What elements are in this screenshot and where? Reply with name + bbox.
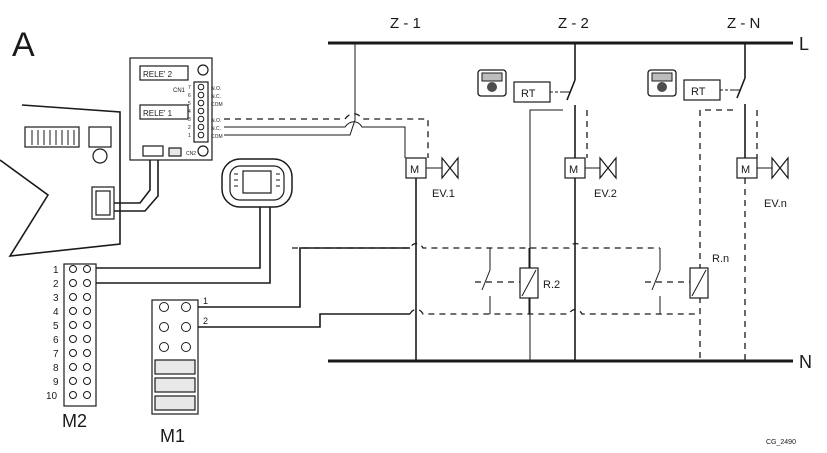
relay-r2-label: R.2 (543, 279, 560, 291)
zone1-valve-label: EV.1 (432, 188, 455, 200)
m2-num-7: 7 (53, 349, 59, 360)
m1-wire-1 (198, 247, 410, 308)
m2-num-2: 2 (53, 279, 59, 290)
zone1-valve-icon (441, 156, 459, 180)
relay-contact-n (645, 248, 690, 314)
relay-nc-wire (224, 121, 406, 158)
relay1-label: RELE' 1 (143, 109, 173, 118)
m2-num-8: 8 (53, 363, 59, 374)
relay-rn-label: R.n (712, 253, 729, 265)
m2-num-10: 10 (46, 391, 58, 402)
m2-num-4: 4 (53, 307, 59, 318)
zone2-motor-label: M (569, 164, 578, 176)
relay2-label: RELE' 2 (143, 70, 173, 79)
terminal-com-1: COM (211, 134, 223, 140)
relay-row-bottom (409, 308, 700, 315)
terminal-com-2: COM (211, 102, 223, 108)
terminal-nc-2: N.C. (211, 94, 221, 100)
display-cable-1 (96, 207, 261, 269)
relay-no-wire (224, 113, 429, 158)
panel-letter: A (12, 26, 35, 64)
zonen-valve-label: EV.n (764, 198, 787, 210)
m1-num-1: 1 (203, 296, 208, 306)
zonen-motor-label: M (741, 164, 750, 176)
display-cable-2 (96, 207, 271, 284)
m1-label: M1 (160, 426, 185, 446)
m2-num-1: 1 (53, 265, 59, 276)
zone2-thermostat-icon (477, 69, 507, 97)
diagram-code: CG_2490 (766, 439, 796, 446)
pin-6: 6 (188, 93, 191, 99)
relay-row-top (292, 242, 660, 249)
terminal-nc-1: N.C. (211, 126, 221, 132)
m2-label: M2 (62, 411, 87, 431)
live-label: L (799, 34, 809, 54)
pin-3: 3 (188, 117, 191, 123)
terminal-no-2: N.O. (211, 86, 221, 92)
terminal-block-m1: 1 2 M1 (151, 296, 208, 446)
pin-2: 2 (188, 125, 191, 131)
m2-num-5: 5 (53, 321, 59, 332)
zone2-thermostat-label: RT (521, 88, 536, 100)
cn1-label: CN1 (173, 88, 186, 94)
pin-4: 4 (188, 109, 191, 115)
zone-label-n: Z - N (727, 15, 760, 32)
m2-num-9: 9 (53, 377, 59, 388)
m2-num-3: 3 (53, 293, 59, 304)
zone2-valve-label: EV.2 (594, 188, 617, 200)
boiler-cable (114, 155, 151, 204)
relay-board: RELE' 2 CN1 RELE' 1 CN2 7 6 5 4 3 2 1 N.… (129, 57, 223, 161)
zone2-relay-wire (529, 109, 563, 361)
zonen-thermostat-label: RT (691, 86, 706, 98)
m1-num-2: 2 (203, 316, 208, 326)
zone-label-1: Z - 1 (390, 15, 421, 32)
m2-num-6: 6 (53, 335, 59, 346)
relay-contact-1 (475, 248, 520, 314)
pin-1: 1 (188, 133, 191, 139)
zonen-relay-wire (699, 109, 733, 361)
zone1-motor-label: M (410, 164, 419, 176)
remote-display (221, 158, 293, 208)
zonen-valve-icon (771, 156, 789, 180)
relay-com-wire (224, 43, 356, 136)
pin-7: 7 (188, 85, 191, 91)
neutral-label: N (799, 352, 812, 372)
m1-wire-2 (198, 313, 410, 328)
zonen-thermostat-icon (647, 69, 677, 97)
cn2-label: CN2 (186, 151, 196, 157)
zone-label-2: Z - 2 (558, 15, 589, 32)
pin-5: 5 (188, 101, 191, 107)
boiler-unit (0, 104, 121, 257)
terminal-no-1: N.O. (211, 118, 221, 124)
terminal-block-m2: 1 2 3 4 5 6 7 8 9 10 M2 (46, 263, 97, 431)
zone2-valve-icon (599, 156, 617, 180)
